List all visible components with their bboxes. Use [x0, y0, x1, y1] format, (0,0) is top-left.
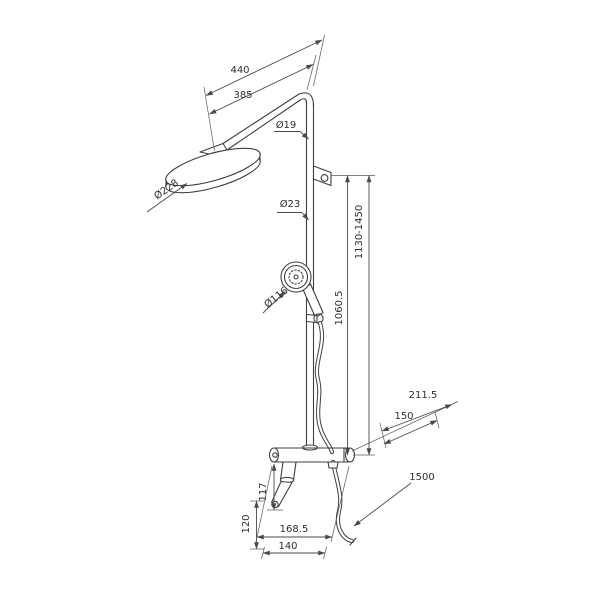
dim-label-hose-length: 1500: [409, 472, 434, 483]
mixer-handle: [270, 480, 293, 509]
wall-bracket: [312, 165, 332, 187]
dim-label-total-height: 1130-1450: [354, 205, 365, 260]
dim-depths: 211.5 150: [351, 390, 459, 452]
hose-outlet-nut: [327, 461, 339, 469]
mixer-valve: [268, 444, 356, 484]
dim-arm-length: 440 385: [203, 34, 325, 152]
rain-shower-head: [165, 142, 261, 194]
shower-hose: [314, 320, 357, 546]
dim-valve-widths: 168.5 140: [255, 465, 350, 560]
dim-hose-length: 1500: [353, 472, 435, 527]
dim-label-depth-total: 211.5: [409, 390, 438, 401]
dim-label-body-height-lower: 120: [241, 514, 252, 533]
dim-label-pipe-dia-lower: Ø23: [280, 198, 301, 210]
mixer-left-cap: [268, 447, 280, 463]
dim-handshower-dia: Ø116: [262, 285, 290, 314]
dim-label-arm-total: 440: [230, 65, 249, 76]
dim-label-depth-inner: 150: [394, 411, 413, 422]
hose-end-fitting: [349, 537, 357, 546]
dim-label-body-width-outer: 168.5: [280, 524, 309, 535]
dim-pipe-dia-upper: Ø19: [274, 119, 309, 140]
dim-pipe-dia-lower: Ø23: [277, 198, 309, 221]
hand-shower-face: [280, 261, 312, 293]
dim-label-arm-inner: 385: [233, 90, 252, 101]
dim-label-body-width-inner: 140: [278, 541, 297, 552]
dim-label-body-height-upper: 117: [258, 482, 269, 501]
dim-label-pipe-dia-upper: Ø19: [276, 119, 297, 131]
hand-shower: [280, 261, 324, 324]
dim-heights: 1060.5 1130-1450: [331, 175, 375, 456]
dim-label-riser-height: 1060.5: [334, 291, 345, 326]
